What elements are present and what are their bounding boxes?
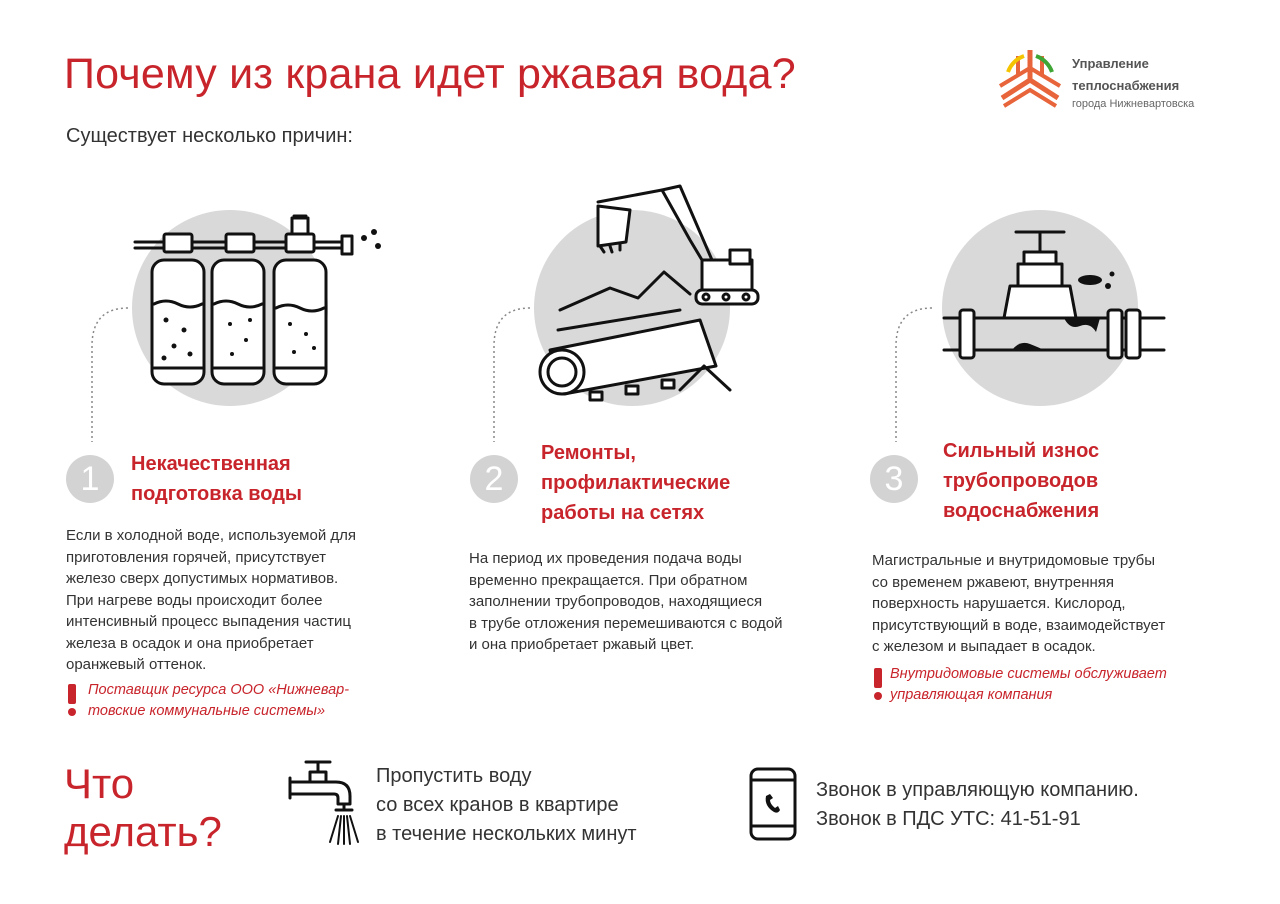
logo-line-3: города Нижневартовска: [1072, 98, 1195, 110]
faucet-icon: [288, 760, 359, 845]
reason-heading-1: Некачественная подготовка воды: [131, 453, 303, 505]
reason-text-2: На период их проведения подача воды врем…: [469, 550, 783, 653]
reason-note-3: Внутридомовые системы обслуживает управл…: [890, 666, 1167, 703]
logo-line-2: теплоснабжения: [1072, 78, 1180, 93]
page-title: Почему из крана идет ржавая вода?: [64, 50, 796, 98]
logo-icon: [998, 50, 1062, 108]
reason-heading-2: Ремонты, профилактические работы на сетя…: [541, 442, 731, 524]
excavator-pipe-icon: [538, 184, 760, 402]
exclamation-icon: [874, 668, 882, 700]
connector-line-1: [91, 307, 129, 442]
what-to-do-title: Что делать?: [64, 760, 222, 855]
rusty-pipe-icon: [942, 230, 1166, 360]
action-call-company: Звонок в управляющую компанию. Звонок в …: [816, 779, 1139, 830]
filter-icon: [133, 214, 381, 386]
reason-number-3: 3: [870, 455, 918, 503]
reason-text-3: Магистральные и внутридомовые трубы со в…: [872, 552, 1166, 655]
action-flush-water: Пропустить воду со всех кранов в квартир…: [376, 765, 637, 845]
reason-note-1: Поставщик ресурса ООО «Нижневар- товские…: [88, 682, 350, 719]
page-subtitle: Существует несколько причин:: [66, 125, 353, 147]
connector-line-2: [493, 307, 531, 442]
reason-heading-3: Сильный износ трубопроводов водоснабжени…: [943, 440, 1100, 522]
exclamation-icon: [68, 684, 76, 716]
connector-line-3: [895, 307, 933, 442]
phone-icon: [749, 767, 797, 841]
reason-number-2: 2: [470, 455, 518, 503]
logo-line-1: Управление: [1072, 56, 1149, 71]
logo: Управление теплоснабжения города Нижнева…: [994, 46, 1234, 116]
reason-text-1: Если в холодной воде, используемой для п…: [66, 527, 357, 673]
reason-number-1: 1: [66, 455, 114, 503]
